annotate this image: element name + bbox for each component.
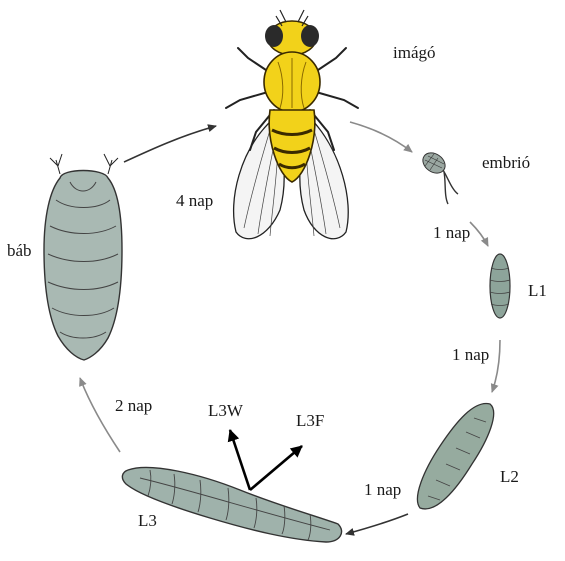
arrow-l3w — [230, 430, 250, 490]
adult-fly-illustration — [226, 10, 358, 239]
arrow-l1-to-l2 — [492, 340, 500, 392]
label-l1: L1 — [528, 282, 547, 299]
label-l3w: L3W — [208, 402, 243, 419]
arrow-l3-to-pupa — [80, 378, 120, 452]
label-embryo: embrió — [482, 154, 530, 171]
arrow-adult-to-embryo — [350, 122, 412, 152]
fly-left-eye — [265, 25, 283, 47]
label-duration-l1-l2: 1 nap — [452, 346, 489, 363]
fly-right-eye — [301, 25, 319, 47]
label-duration-embryo-l1: 1 nap — [433, 224, 470, 241]
arrow-l2-to-l3 — [346, 514, 408, 534]
label-pupa: báb — [7, 242, 32, 259]
label-l2: L2 — [500, 468, 519, 485]
arrow-embryo-to-l1 — [470, 222, 488, 246]
arrow-l3f — [250, 446, 302, 490]
l1-larva-illustration — [490, 254, 510, 318]
l3-larva-illustration — [122, 467, 341, 542]
label-duration-l3-pupa: 2 nap — [115, 397, 152, 414]
label-duration-l2-l3: 1 nap — [364, 481, 401, 498]
embryo-illustration — [419, 149, 458, 204]
l3-branch-arrows — [230, 430, 302, 490]
label-adult: imágó — [393, 44, 436, 61]
label-l3f: L3F — [296, 412, 324, 429]
label-duration-pupa-adult: 4 nap — [176, 192, 213, 209]
pupa-illustration — [44, 154, 122, 360]
arrow-pupa-to-adult — [124, 126, 216, 162]
l2-larva-illustration — [417, 404, 493, 509]
label-l3: L3 — [138, 512, 157, 529]
